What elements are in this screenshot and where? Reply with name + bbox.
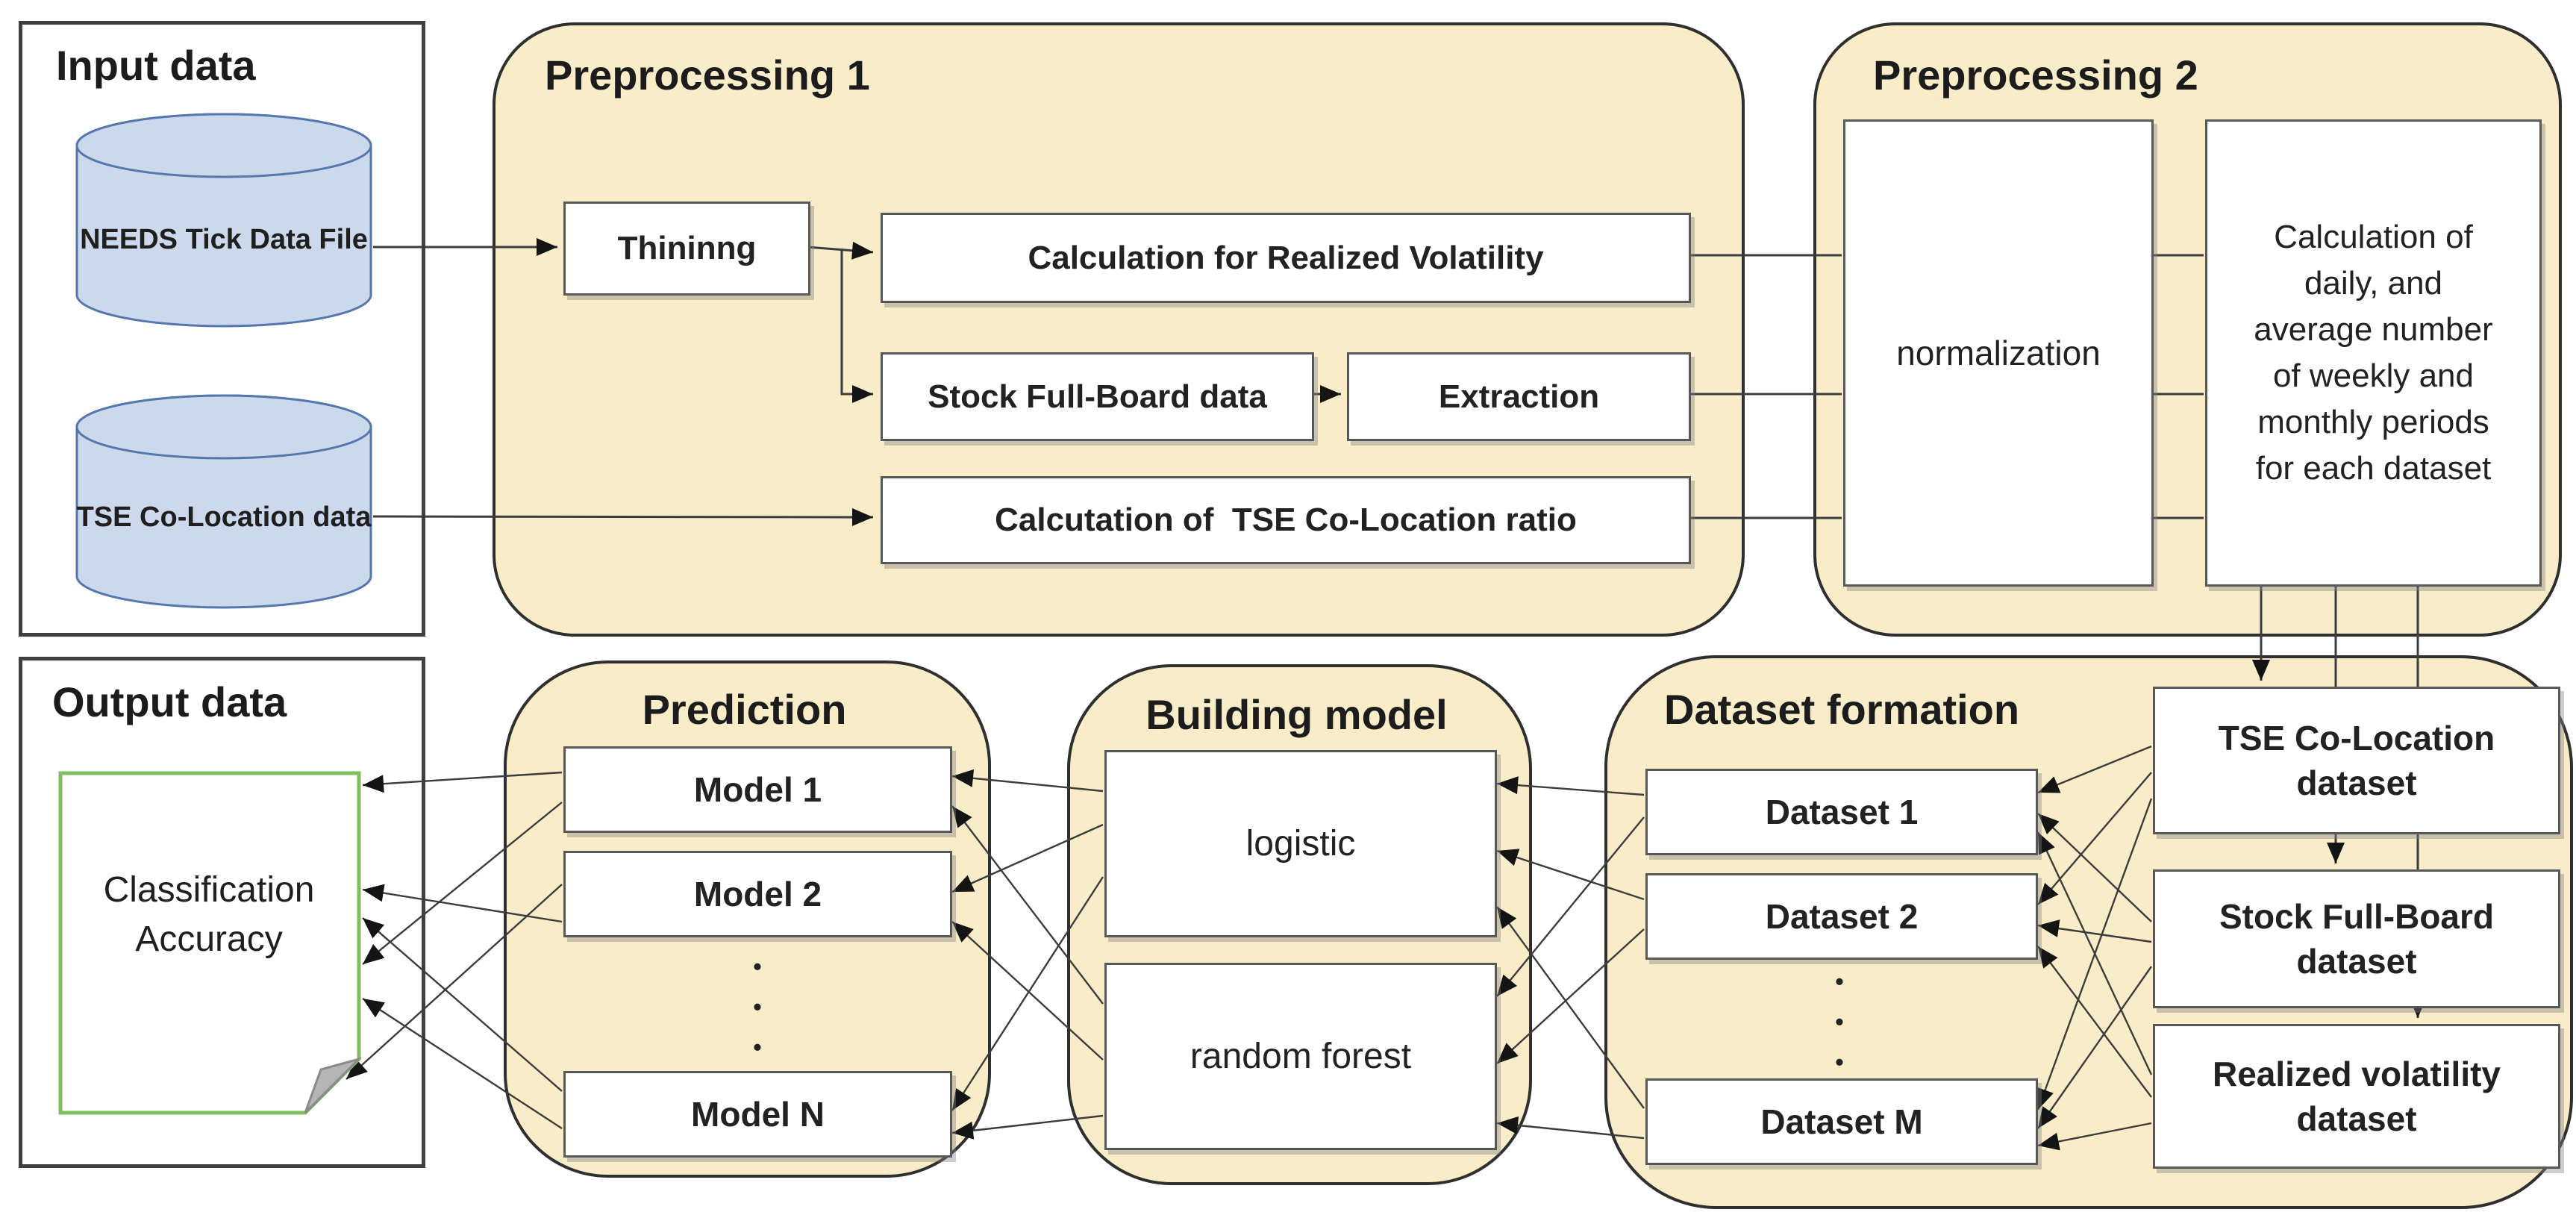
random-forest-box: random forest bbox=[1104, 963, 1497, 1150]
realized-volatility-box: Calculation for Realized Volatility bbox=[881, 213, 1691, 303]
model1-box: Model 1 bbox=[563, 746, 952, 833]
period-calculation-box: Calculation of daily, and average number… bbox=[2205, 119, 2542, 587]
modelN-box: Model N bbox=[563, 1071, 952, 1158]
tse-colocation-cylinder-icon bbox=[75, 394, 372, 609]
input-panel-title: Input data bbox=[56, 42, 256, 89]
needs-tick-cylinder-label: NEEDS Tick Data File bbox=[80, 224, 368, 255]
preprocessing1-title: Preprocessing 1 bbox=[545, 51, 870, 99]
dataset-ellipsis-dots: • • • bbox=[1835, 968, 1844, 1075]
model2-box: Model 2 bbox=[563, 851, 952, 937]
logistic-box: logistic bbox=[1104, 750, 1497, 937]
datasetM-box: Dataset M bbox=[1645, 1078, 2038, 1165]
dataset1-box: Dataset 1 bbox=[1645, 769, 2038, 855]
stock-full-board-dataset-box: Stock Full-Board dataset bbox=[2153, 869, 2560, 1008]
output-panel-title: Output data bbox=[52, 678, 287, 725]
realized-volatility-dataset-box: Realized volatility dataset bbox=[2153, 1024, 2560, 1169]
classification-accuracy-label: Classification Accuracy bbox=[103, 870, 315, 959]
prediction-ellipsis-dots: • • • bbox=[753, 953, 762, 1061]
preprocessing2-title: Preprocessing 2 bbox=[1873, 51, 2198, 99]
colocation-ratio-box: Calcutation of TSE Co-Location ratio bbox=[881, 476, 1691, 564]
prediction-title: Prediction bbox=[642, 686, 847, 733]
extraction-box: Extraction bbox=[1347, 352, 1691, 441]
building-model-title: Building model bbox=[1145, 691, 1448, 738]
dataset-formation-title: Dataset formation bbox=[1664, 686, 2020, 733]
needs-tick-cylinder-icon bbox=[75, 113, 372, 328]
classification-accuracy-document-icon bbox=[58, 771, 361, 1115]
normalization-box: normalization bbox=[1843, 119, 2154, 587]
stock-full-board-box: Stock Full-Board data bbox=[881, 352, 1314, 441]
tse-colocation-dataset-box: TSE Co-Location dataset bbox=[2153, 687, 2560, 834]
dataset2-box: Dataset 2 bbox=[1645, 873, 2038, 960]
thinning-box: Thininng bbox=[563, 202, 810, 296]
tse-colocation-cylinder-label: TSE Co-Location data bbox=[76, 502, 372, 533]
